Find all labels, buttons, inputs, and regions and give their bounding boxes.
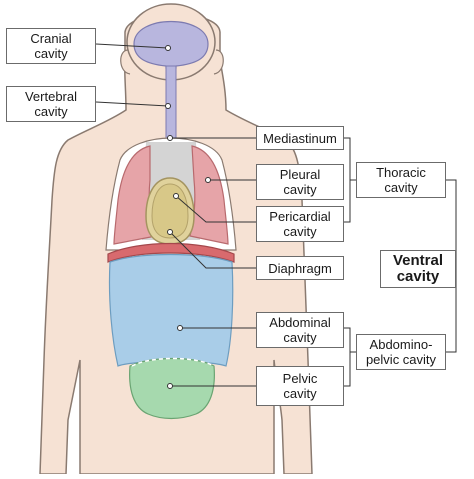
label-line: pelvic cavity bbox=[365, 352, 437, 367]
label-diaphragm: Diaphragm bbox=[256, 256, 344, 280]
label-line: Pericardial bbox=[269, 209, 331, 224]
label-line: cavity bbox=[34, 104, 68, 119]
label-line: cavity bbox=[396, 268, 440, 285]
label-mediastinum: Mediastinum bbox=[256, 126, 344, 150]
diaphragm-band bbox=[107, 242, 235, 263]
leader-dots bbox=[165, 45, 211, 389]
label-line: Pelvic bbox=[282, 371, 318, 386]
pelvic-cavity bbox=[129, 357, 215, 420]
label-line: Abdominal bbox=[269, 315, 331, 330]
label-line: cavity bbox=[283, 330, 317, 345]
left-ear bbox=[120, 49, 131, 75]
abdominal-cavity bbox=[108, 253, 234, 367]
label-line: cavity bbox=[283, 386, 317, 401]
right-ear bbox=[213, 49, 224, 75]
pericardial-inner bbox=[151, 183, 189, 239]
label-line: Vertebral bbox=[24, 89, 78, 104]
label-line: Thoracic bbox=[376, 165, 426, 180]
label-line: Ventral bbox=[392, 252, 444, 269]
label-line: Pleural bbox=[279, 167, 321, 182]
label-line: Cranial bbox=[30, 31, 72, 46]
label-line: cavity bbox=[283, 224, 317, 239]
label-line: Diaphragm bbox=[268, 260, 332, 276]
label-abdominopelvic-cavity: Abdomino-pelvic cavity bbox=[356, 334, 446, 370]
pelvic-brim-line bbox=[131, 357, 215, 367]
label-line: cavity bbox=[283, 182, 317, 197]
label-line: Abdomino- bbox=[369, 337, 433, 352]
pleural-cavity-right bbox=[189, 145, 229, 245]
label-line: cavity bbox=[34, 46, 68, 61]
label-line: cavity bbox=[384, 180, 418, 195]
leader-lines bbox=[95, 43, 457, 387]
cranial-cavity bbox=[133, 20, 209, 69]
label-line: Mediastinum bbox=[263, 130, 337, 146]
